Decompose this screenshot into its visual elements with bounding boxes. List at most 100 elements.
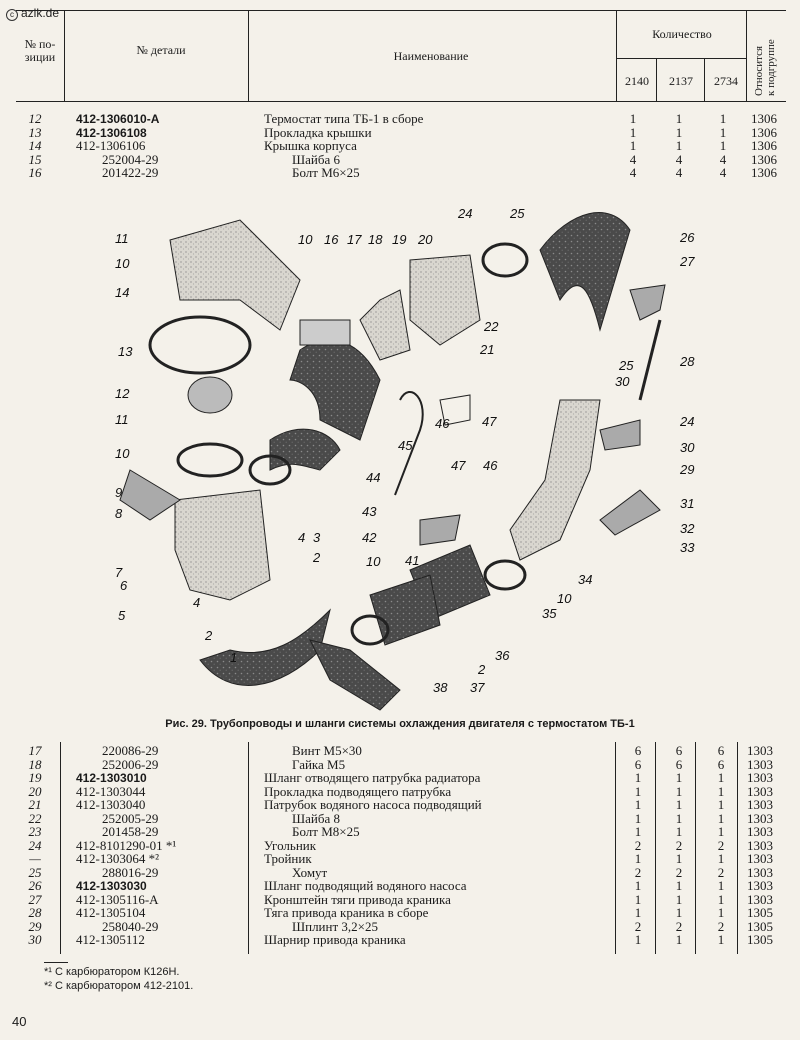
svg-text:13: 13 (118, 344, 133, 359)
part-name: Прокладка крышки (264, 124, 372, 140)
svg-text:6: 6 (120, 578, 128, 593)
bracket-9 (119, 469, 181, 521)
quantity-2140: 1 (634, 810, 642, 826)
subgroup: 1306 (751, 124, 777, 140)
footnote-2: *² С карбюратором 412-2101. (44, 980, 194, 992)
position-number: 14 (28, 138, 42, 153)
svg-text:2: 2 (204, 628, 213, 643)
svg-text:47: 47 (451, 458, 466, 473)
hose-short (269, 428, 341, 471)
divider (737, 742, 738, 954)
quantity-2137: 1 (675, 878, 683, 893)
svg-text:22: 22 (483, 319, 499, 334)
quantity-2137: 1 (675, 851, 683, 866)
part-number: 252005-29 (102, 810, 159, 826)
hose-38 (309, 639, 401, 711)
quantity-2140: 1 (634, 824, 642, 839)
quantity-2734: 1 (719, 124, 727, 140)
svg-text:34: 34 (578, 572, 592, 587)
part-number: 412-1306108 (76, 125, 147, 140)
quantity-2137: 1 (675, 932, 683, 947)
quantity-2137: 1 (675, 124, 683, 140)
hose-middle (369, 574, 441, 646)
part-name: Кронштейн тяги привода краника (264, 891, 451, 907)
watermark-text: azlk.de (21, 6, 60, 20)
svg-text:30: 30 (615, 374, 630, 389)
quantity-2140: 4 (629, 151, 637, 167)
quantity-2140: 2 (634, 864, 642, 880)
svg-text:17: 17 (347, 232, 362, 247)
quantity-2137: 1 (675, 810, 683, 826)
subgroup: 1303 (747, 851, 773, 866)
svg-text:19: 19 (392, 232, 406, 247)
header-name: Наименование (393, 49, 469, 63)
bracket-45 (439, 394, 471, 426)
quantity-2137: 1 (675, 783, 683, 799)
part-name: Шарнир привода краника (264, 932, 406, 947)
thermostat-12 (187, 376, 233, 414)
pump-inlet-21 (409, 254, 481, 346)
rod-44 (394, 391, 424, 496)
thermostat-housing (174, 489, 271, 601)
svg-text:24: 24 (679, 414, 694, 429)
position-number: 22 (28, 810, 42, 826)
position-number: 24 (28, 837, 42, 853)
position-number: — (29, 851, 41, 866)
position-number: 16 (28, 165, 42, 180)
svg-text:4: 4 (193, 595, 200, 610)
quantity-2734: 1 (717, 851, 725, 866)
subgroup: 1303 (747, 743, 773, 758)
position-number: 23 (28, 824, 42, 839)
part-number: 412-1303010 (76, 771, 147, 785)
svg-text:37: 37 (470, 680, 485, 695)
quantity-2137: 1 (675, 824, 683, 839)
svg-text:10: 10 (557, 591, 572, 606)
part-number: 412-1305116-А (76, 891, 159, 907)
svg-text:9: 9 (115, 485, 122, 500)
quantity-2734: 1 (717, 891, 725, 907)
quantity-2137: 1 (675, 891, 683, 907)
part-name: Шланг подводящий водяного насоса (264, 878, 467, 893)
svg-text:14: 14 (115, 285, 129, 300)
part-name: Болт М6×25 (292, 165, 360, 180)
quantity-2140: 1 (629, 138, 637, 153)
svg-text:11: 11 (115, 231, 129, 246)
part-number: 412-1306106 (76, 138, 146, 153)
svg-text:12: 12 (115, 386, 130, 401)
quantity-2734: 6 (717, 756, 725, 772)
part-name: Винт М5×30 (292, 743, 362, 758)
part-name: Гайка М5 (292, 756, 346, 772)
position-number: 19 (28, 770, 42, 785)
part-number: 412-1305104 (76, 905, 146, 920)
quantity-2734: 1 (717, 932, 725, 947)
footnote-rule (44, 962, 68, 963)
position-number: 21 (28, 797, 42, 812)
footnote-1: *¹ С карбюратором К126Н. (44, 966, 180, 978)
position-number: 29 (28, 918, 42, 934)
svg-text:3: 3 (313, 530, 321, 545)
quantity-2140: 1 (634, 878, 642, 893)
quantity-2137: 2 (675, 837, 683, 853)
svg-text:8: 8 (115, 506, 123, 521)
svg-text:32: 32 (680, 521, 695, 536)
svg-text:33: 33 (680, 540, 695, 555)
svg-text:46: 46 (483, 458, 498, 473)
quantity-2137: 1 (675, 905, 683, 920)
quantity-2734: 2 (717, 837, 725, 853)
ring-11 (176, 442, 244, 478)
subgroup: 1305 (747, 932, 773, 947)
part-name: Хомут (292, 864, 328, 880)
quantity-2140: 1 (634, 932, 642, 947)
quantity-2137: 6 (675, 756, 683, 772)
svg-text:2: 2 (477, 662, 486, 677)
part-name: Тройник (264, 851, 312, 866)
subgroup: 1306 (751, 138, 777, 153)
subgroup: 1303 (747, 797, 773, 812)
quantity-2734: 1 (717, 797, 725, 812)
